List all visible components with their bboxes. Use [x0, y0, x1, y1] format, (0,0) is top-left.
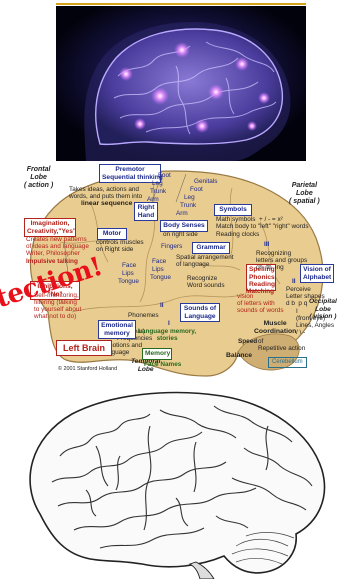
vision-from-eye-description: I (from eye) Lines, Angles / \ - [296, 308, 334, 336]
speed-description: of Repetitive action [258, 338, 305, 352]
premotor-description: Takes ideas, actions and words, and puts… [69, 186, 142, 200]
face-names-label: Face Names [144, 361, 181, 368]
grammar-box: Grammar [192, 242, 230, 254]
symbols-description: Math symbols + / - = x² Match body to "l… [216, 216, 309, 238]
body-senses-box: Body Senses [160, 220, 208, 232]
top-gold-rule [56, 3, 306, 5]
copyright-label: © 2001 Stanford Holland [58, 366, 117, 373]
glowing-brain-illustration [56, 6, 306, 161]
sensory-genitals-label: Genitals [194, 178, 217, 185]
sounds-of-language-box: Sounds of Language [180, 303, 220, 322]
parietal-lobe-label: Parietal Lobe ( spatial ) [289, 182, 320, 206]
glowing-brain-svg [56, 6, 306, 161]
sensory-face-label: Face [152, 258, 166, 265]
language-memory-label: Language memory, stories [138, 328, 196, 342]
frontal-lobe-label: Frontal Lobe ( action ) [24, 166, 53, 190]
recognize-word-sounds-label: Recognize Word sounds [187, 275, 225, 289]
motor-face-label: Face [122, 262, 136, 269]
linear-sequence-label: linear sequence [81, 200, 132, 207]
motor-tongue-label: Tongue [118, 278, 139, 285]
sounds-i-numeral: I [168, 320, 170, 327]
phonemes-label: Phonemes [128, 312, 159, 319]
emotional-memory-box: Emotional memory [98, 320, 136, 339]
motor-description: controls muscles on Right side [96, 239, 144, 253]
speed-label: Speed [238, 338, 257, 345]
matching-description: vision of letters with sounds of words [237, 293, 284, 314]
sensory-arm-label: Arm [176, 210, 188, 217]
sensory-lips-label: Lips [152, 266, 164, 273]
motor-leg-label: Leg [152, 180, 163, 187]
motor-arm-label: Arm [147, 196, 159, 203]
motor-lips-label: Lips [122, 270, 134, 277]
right-hand-box: Right Hand [134, 202, 158, 221]
sensory-foot-label: Foot [190, 186, 203, 193]
grammar-description: Spatial arrangement of language [176, 254, 234, 268]
symbols-box: Symbols [214, 204, 252, 216]
sensory-trunk-label: Trunk [180, 202, 196, 209]
sensory-tongue-label: Tongue [150, 274, 171, 281]
vision-ii-numeral: II [292, 278, 296, 285]
brain-engraving-illustration [0, 386, 343, 579]
left-brain-title: Left Brain [56, 340, 112, 356]
balance-label: Balance [226, 352, 252, 359]
sounds-ii-numeral: II [160, 302, 164, 309]
imagination-description: Creates new patterns of ideas and langua… [26, 236, 89, 257]
letter-shapes-description: Perceive Letter shapes d b p q [286, 286, 325, 307]
sensory-fingers-label: Fingers [161, 243, 182, 250]
memory-box: Memory [142, 348, 172, 360]
vision-of-alphabet-box: Vision of Alphabet [300, 264, 334, 283]
muscle-coordination-label: Muscle Coordination [254, 320, 296, 335]
motor-foot-label: Foot [158, 172, 171, 179]
sensory-leg-label: Leg [184, 194, 195, 201]
motor-box: Motor [97, 228, 127, 240]
body-senses-description: on right side [163, 231, 198, 238]
imagination-box: Imagination, Creativity,"Yes" [24, 218, 76, 237]
cerebellum-label: Cerebellum [268, 357, 307, 368]
brain-engraving-svg [0, 386, 343, 579]
vision-iii-numeral: III [264, 241, 269, 248]
motor-trunk-label: Trunk [150, 188, 166, 195]
